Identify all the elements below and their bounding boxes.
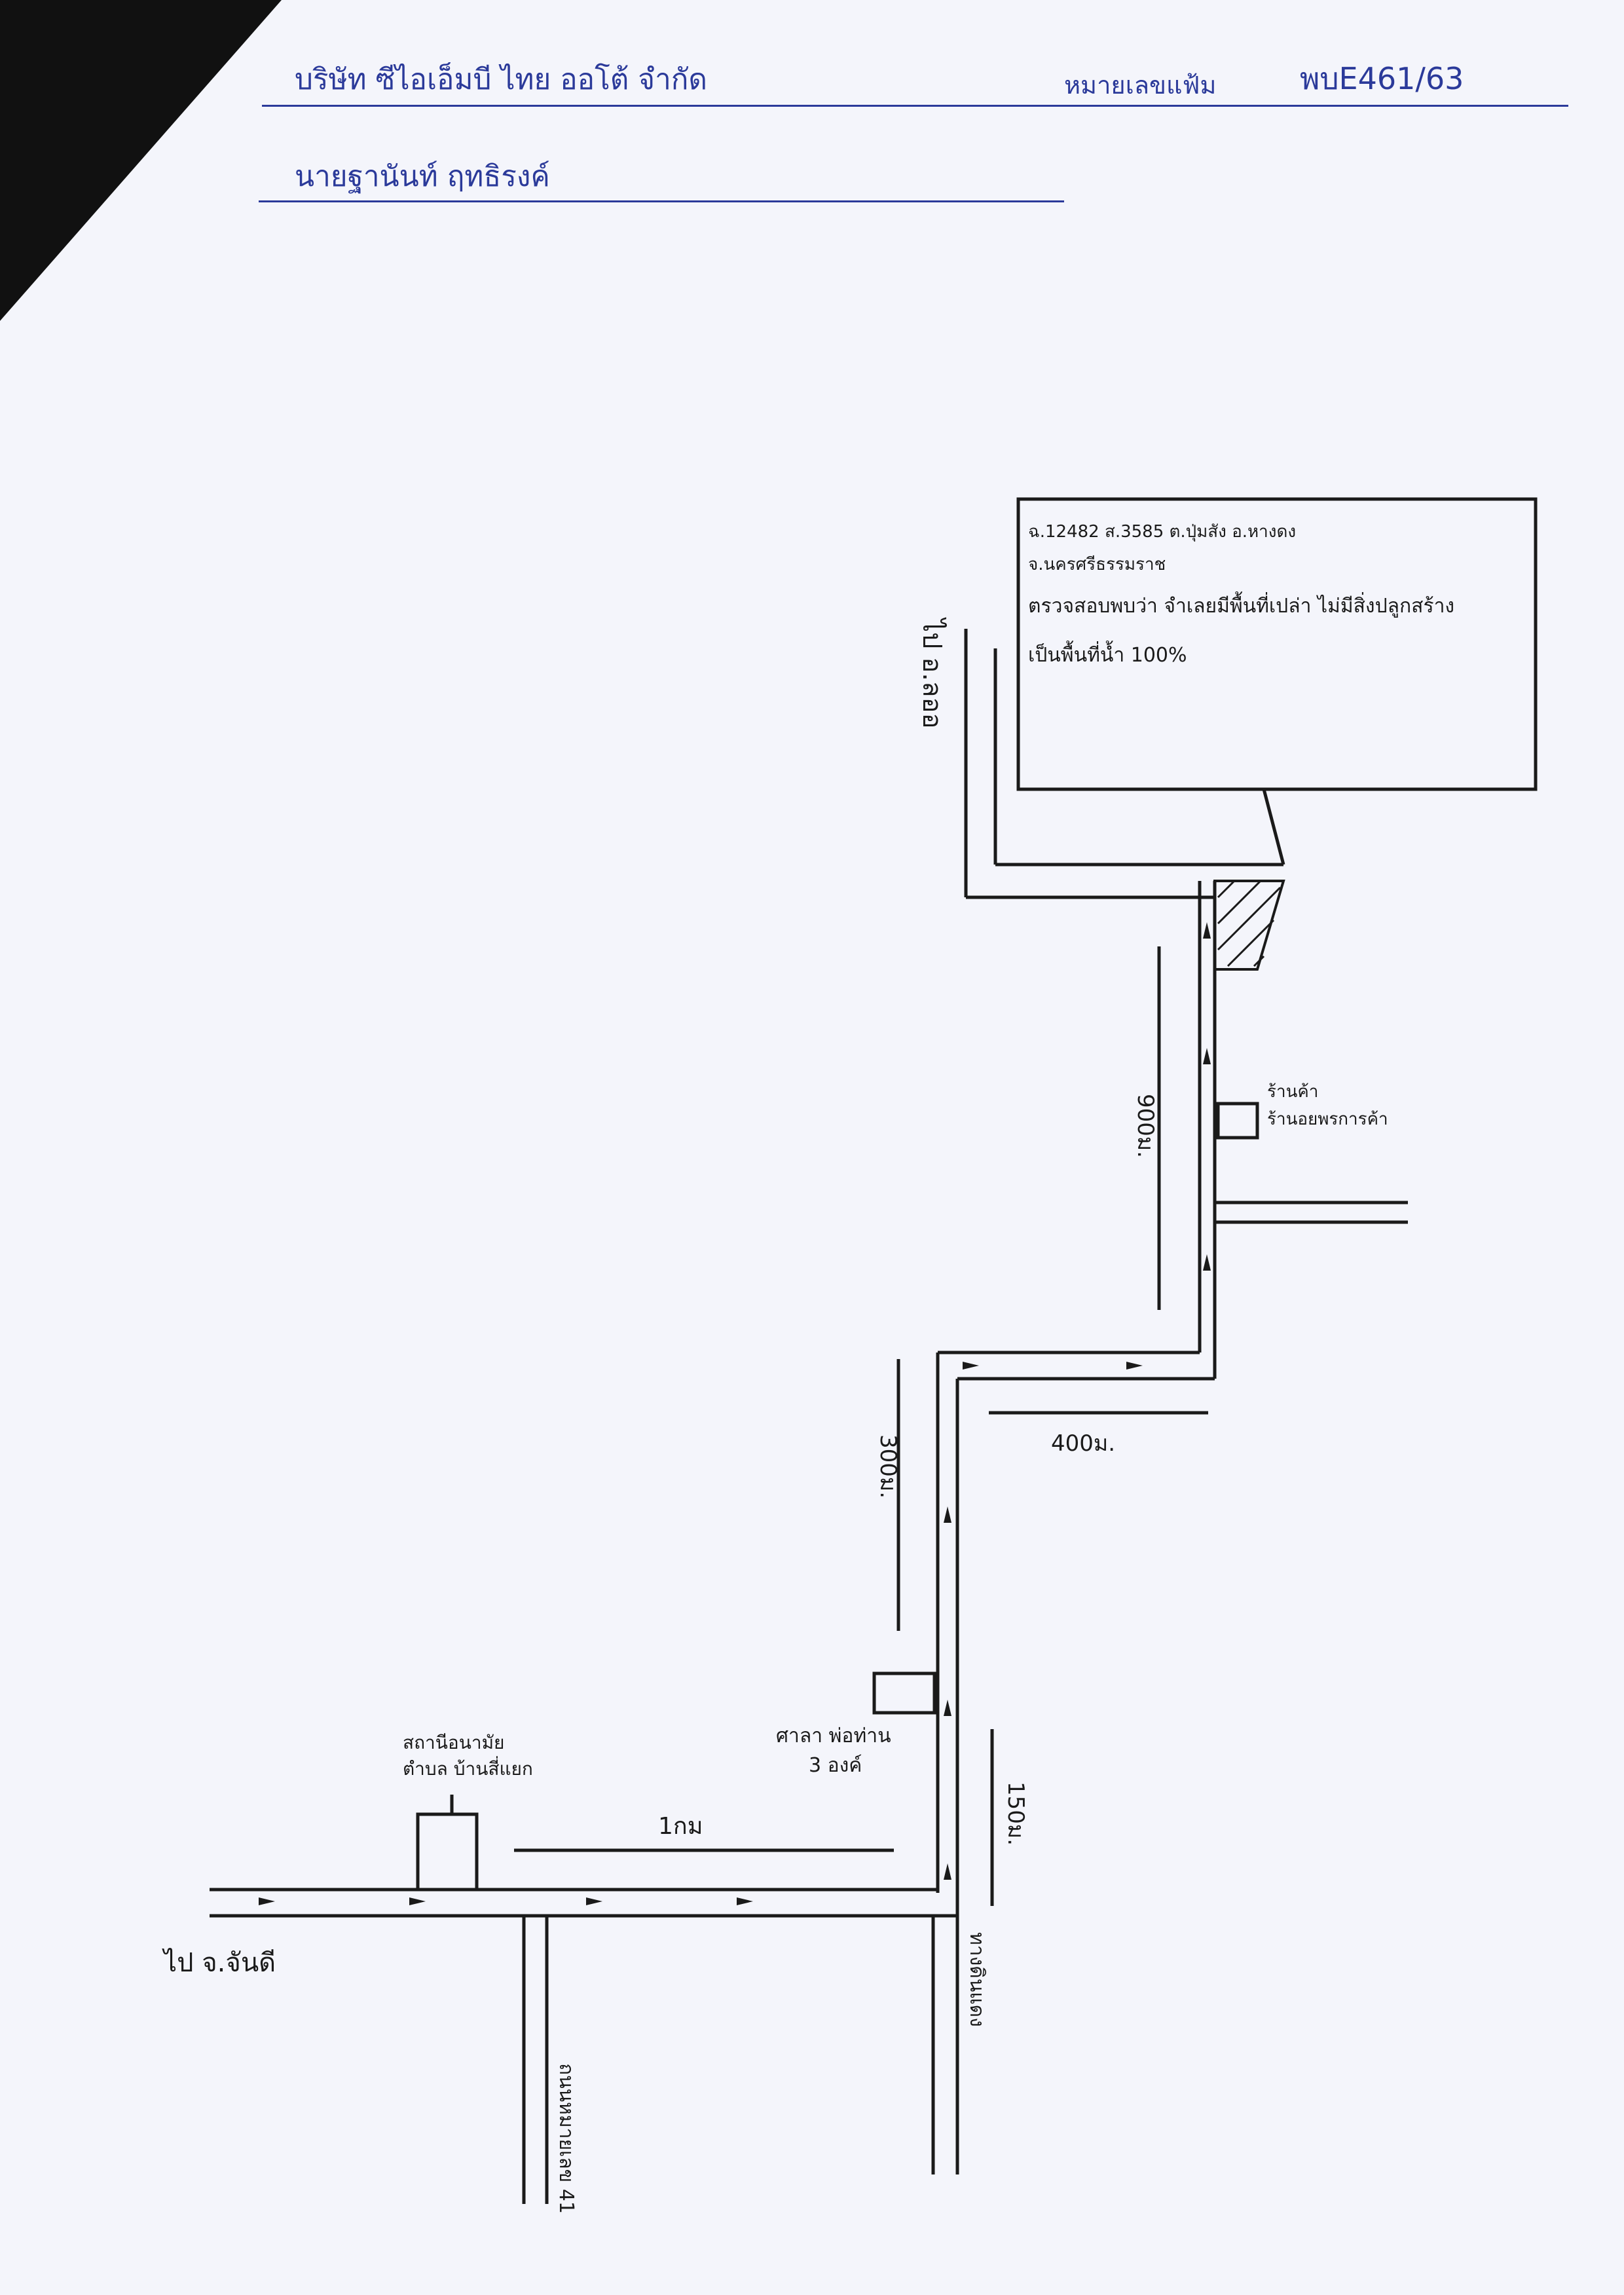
dist-400-label: 400ม.	[1051, 1430, 1115, 1457]
to-province-label: ไป จ.จันดี	[162, 1948, 276, 1978]
dist-300-label: 300ม.	[875, 1434, 901, 1499]
land-box-line1: ฉ.12482 ส.3585 ต.ปุ่มสัง อ.หางดง	[1028, 522, 1296, 542]
box-to-road-edge	[1262, 789, 1285, 865]
health-center-label-1: สถานีอนามัย	[403, 1732, 504, 1753]
shop-label-2: ร้านอยพรการค้า	[1267, 1110, 1388, 1129]
land-box-line3: ตรวจสอบพบว่า จำเลยมีพื้นที่เปล่า ไม่มีสิ…	[1028, 591, 1454, 618]
land-parcel-box	[1016, 497, 1538, 791]
sala-building	[872, 1671, 936, 1715]
person-underline	[259, 200, 1064, 202]
case-number: พบE461/63	[1300, 61, 1464, 96]
land-box-line2: จ.นครศรีธรรมราช	[1028, 555, 1166, 574]
sala-label-2: 3 องค์	[809, 1754, 862, 1777]
land-box-line4: เป็นพื้นที่น้ำ 100%	[1028, 641, 1187, 667]
dist-150-label: 150ม.	[1003, 1782, 1029, 1846]
person-name: นายฐานันท์ ฤทธิรงค์	[295, 160, 550, 193]
case-label: หมายเลขแฟ้ม	[1064, 71, 1217, 100]
scan-corner-shadow	[0, 0, 282, 321]
direction-arrows	[259, 922, 1211, 1905]
sala-label-1: ศาลา พ่อท่าน	[776, 1725, 891, 1747]
company-underline	[262, 105, 1054, 107]
road-east-label: ทางดินแดง	[965, 1932, 988, 2027]
road-west-label: ถนนหมายเลข 41	[555, 2063, 578, 2214]
shop-label-1: ร้านค้า	[1267, 1082, 1318, 1102]
to-district-label: ไป อ.ลออ	[917, 617, 947, 729]
shop-building	[1216, 1102, 1259, 1140]
company-name: บริษัท ซีไอเอ็มบี ไทย ออโต้ จำกัด	[295, 63, 708, 96]
case-underline	[1054, 105, 1568, 107]
dist-900-label: 900ม.	[1132, 1094, 1158, 1158]
dist-1km-label: 1กม	[658, 1813, 703, 1840]
health-center-label-2: ตำบล บ้านสี่แยก	[403, 1756, 533, 1780]
health-center-building	[416, 1812, 479, 1890]
